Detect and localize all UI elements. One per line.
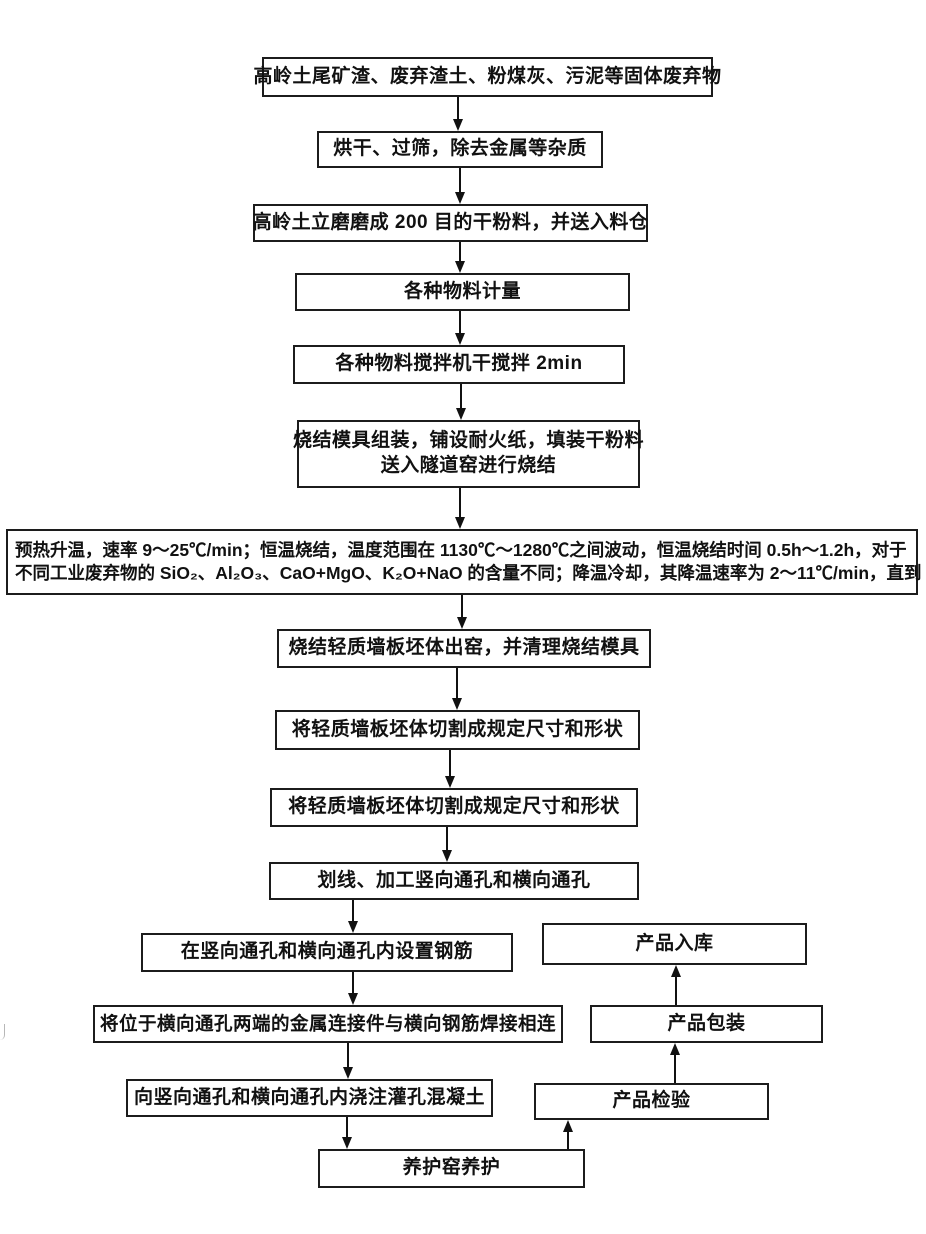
arrow-down-b3-b4 (454, 242, 466, 273)
flow-step-cutting-to-size-2: 将轻质墙板坯体切割成规定尺寸和形状 (270, 788, 638, 827)
arrow-down-b2-b3 (454, 168, 466, 204)
flow-step-curing-kiln: 养护窑养护 (318, 1149, 585, 1188)
arrow-up-r3-r2 (669, 1043, 681, 1083)
flow-step-label: 向竖向通孔和横向通孔内浇注灌孔混凝土 (133, 1086, 485, 1108)
flow-step-label: 高岭土立磨磨成 200 目的干粉料，并送入料仓 (252, 211, 649, 233)
flow-step-label: 各种物料计量 (403, 280, 521, 302)
arrow-down-b8-b9 (451, 668, 463, 710)
flow-step-product-packaging: 产品包装 (590, 1005, 823, 1043)
flow-step-drying-sieving: 烘干、过筛，除去金属等杂质 (317, 131, 603, 168)
flow-step-label: 烘干、过筛，除去金属等杂质 (333, 138, 587, 160)
flow-step-label: 养护窑养护 (402, 1157, 501, 1179)
flow-step-label-line2: 送入隧道窑进行烧结 (380, 455, 557, 476)
arrow-down-b4-b5 (454, 311, 466, 345)
flow-step-label: 将位于横向通孔两端的金属连接件与横向钢筋焊接相连 (99, 1012, 556, 1034)
flow-step-rebar-placement: 在竖向通孔和横向通孔内设置钢筋 (141, 933, 513, 972)
flow-step-label: 将轻质墙板坯体切割成规定尺寸和形状 (291, 718, 624, 740)
arrow-down-b12-b13 (347, 972, 359, 1005)
arrow-down-b9-b10 (444, 750, 456, 788)
arrow-down-b13-b14 (342, 1043, 354, 1079)
arrow-down-b11-b12 (347, 900, 359, 933)
flow-step-label-line1: 烧结模具组装，铺设耐火纸，填装干粉料 (293, 430, 645, 452)
flow-step-product-inspection: 产品检验 (534, 1083, 769, 1120)
arrow-up-r2-r1 (670, 965, 682, 1005)
arrow-down-b1-b2 (452, 97, 464, 131)
flow-step-product-storage: 产品入库 (542, 923, 807, 965)
arrow-down-b10-b11 (441, 827, 453, 862)
flow-step-label: 产品入库 (635, 932, 714, 954)
flow-step-label: 将轻质墙板坯体切割成规定尺寸和形状 (288, 796, 620, 818)
flow-step-kiln-exit-mold-cleaning: 烧结轻质墙板坯体出窑，并清理烧结模具 (277, 629, 651, 668)
flow-step-label: 高岭土尾矿渣、废弃渣土、粉煤灰、污泥等固体废弃物 (253, 65, 722, 87)
flow-step-label-line2: 不同工业废弃物的 SiO₂、Al₂O₃、CaO+MgO、K₂O+NaO 的含量不… (15, 563, 926, 583)
scan-artifact-mark (0, 1024, 5, 1040)
flow-step-label: 烧结轻质墙板坯体出窑，并清理烧结模具 (288, 637, 640, 659)
flow-step-solid-waste-materials: 高岭土尾矿渣、废弃渣土、粉煤灰、污泥等固体废弃物 (254, 57, 721, 97)
flow-step-grinding-200-mesh: 高岭土立磨磨成 200 目的干粉料，并送入料仓 (253, 204, 648, 242)
flow-step-sintering-parameters: 预热升温，速率 9～25℃/min；恒温烧结，温度范围在 1130℃～1280℃… (6, 529, 926, 595)
flow-step-label: 产品包装 (667, 1012, 746, 1034)
flow-step-label: 在竖向通孔和横向通孔内设置钢筋 (180, 941, 474, 963)
arrow-down-b6-b7 (454, 488, 466, 529)
arrow-down-b7-b8 (456, 595, 468, 629)
flow-step-cutting-to-size-1: 将轻质墙板坯体切割成规定尺寸和形状 (275, 710, 640, 750)
arrow-down-b5-b6 (455, 384, 467, 420)
flow-step-label: 各种物料搅拌机干搅拌 2min (335, 353, 583, 375)
flow-step-mold-assembly-tunnel-kiln: 烧结模具组装，铺设耐火纸，填装干粉料 送入隧道窑进行烧结 (293, 420, 644, 488)
flow-step-label-line1: 预热升温，速率 9～25℃/min；恒温烧结，温度范围在 1130℃～1280℃… (15, 540, 907, 561)
flow-step-label: 产品检验 (612, 1090, 691, 1112)
flow-step-scribing-machining-holes: 划线、加工竖向通孔和横向通孔 (269, 862, 639, 900)
flow-step-label: 划线、加工竖向通孔和横向通孔 (317, 869, 591, 891)
flow-step-metal-connector-welding: 将位于横向通孔两端的金属连接件与横向钢筋焊接相连 (93, 1005, 563, 1043)
flow-step-dry-mixing-2min: 各种物料搅拌机干搅拌 2min (293, 345, 625, 384)
arrow-up-b15-r3 (562, 1120, 574, 1149)
flow-step-material-metering: 各种物料计量 (295, 273, 630, 311)
flow-step-concrete-grouting: 向竖向通孔和横向通孔内浇注灌孔混凝土 (126, 1079, 493, 1117)
arrow-down-b14-b15 (341, 1117, 353, 1149)
